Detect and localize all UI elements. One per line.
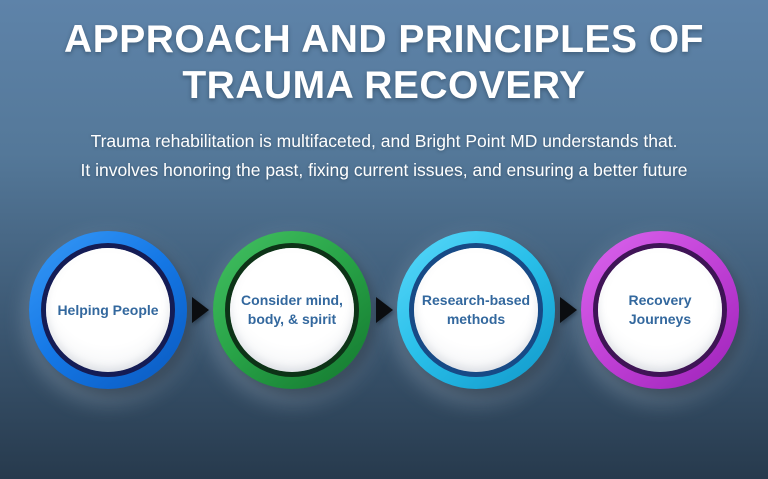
flow-arrow-icon <box>375 297 393 323</box>
flow-arrow-icon <box>559 297 577 323</box>
step-face: Recovery Journeys <box>598 248 722 372</box>
page-title: APPROACH AND PRINCIPLES OF TRAUMA RECOVE… <box>64 18 704 107</box>
step-label: Recovery Journeys <box>628 292 692 327</box>
step-inner-ring: Helping People <box>41 243 175 377</box>
step-circle-research-methods: Research-based methods <box>397 231 555 389</box>
step-face: Research-based methods <box>414 248 538 372</box>
page-subtitle: Trauma rehabilitation is multifaceted, a… <box>80 131 688 180</box>
step-label: Research-based methods <box>421 292 531 327</box>
step-circle-helping-people: Helping People <box>29 231 187 389</box>
flow-diagram: Helping People Consider mind, body, & sp… <box>0 231 768 389</box>
step-face: Helping People <box>46 248 170 372</box>
step-inner-ring: Research-based methods <box>409 243 543 377</box>
step-face: Consider mind, body, & spirit <box>230 248 354 372</box>
step-inner-ring: Recovery Journeys <box>593 243 727 377</box>
step-label: Consider mind, body, & spirit <box>241 292 343 327</box>
step-label: Helping People <box>57 301 159 318</box>
flow-arrow-icon <box>191 297 209 323</box>
step-circle-mind-body-spirit: Consider mind, body, & spirit <box>213 231 371 389</box>
step-circle-recovery-journeys: Recovery Journeys <box>581 231 739 389</box>
step-inner-ring: Consider mind, body, & spirit <box>225 243 359 377</box>
